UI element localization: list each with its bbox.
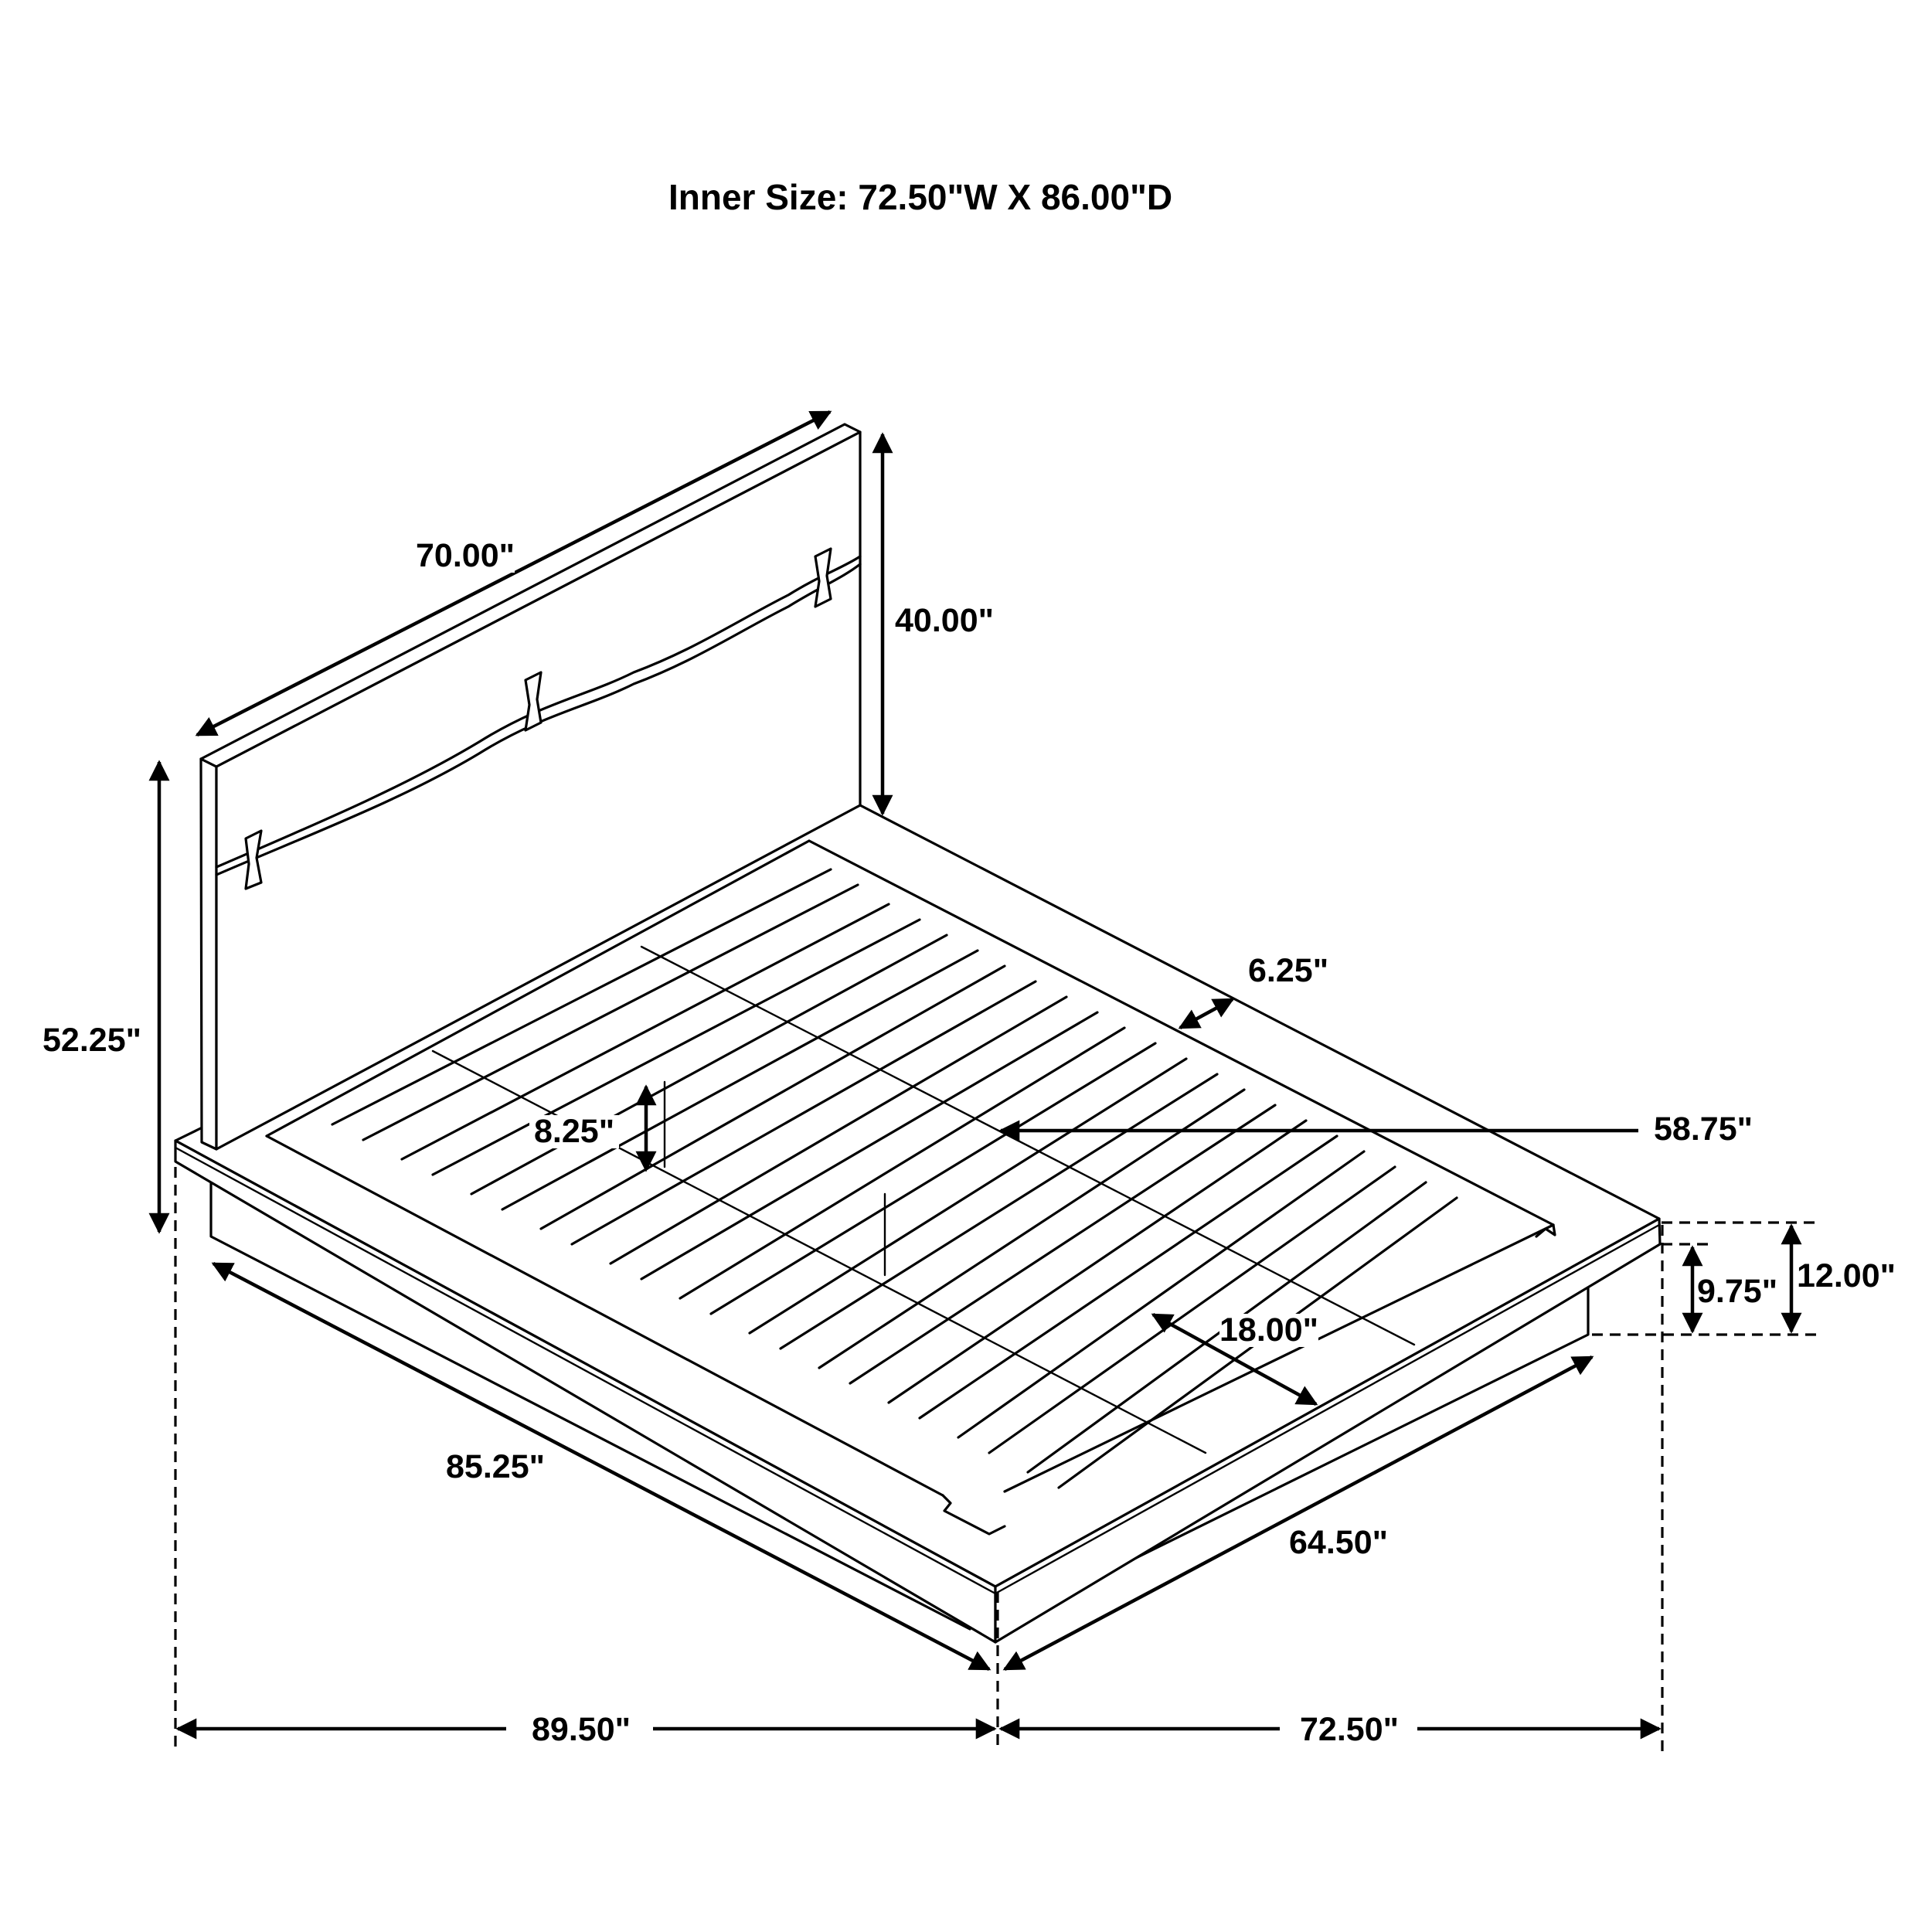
footboard-width-label: 64.50" <box>1289 1524 1388 1561</box>
inner-width-label: 58.75" <box>1654 1111 1753 1148</box>
base-height-label: 9.75" <box>1697 1273 1778 1310</box>
overall-height-label: 52.25" <box>43 1022 141 1059</box>
headboard-width-label: 70.00" <box>416 537 515 574</box>
extension-lines <box>174 1167 1816 1752</box>
headboard-height-label: 40.00" <box>895 602 994 639</box>
dimension-lines <box>148 410 1802 1740</box>
overall-width-label: 72.50" <box>1300 1711 1399 1748</box>
side-length-label: 85.25" <box>446 1448 545 1485</box>
slat-clearance-label: 8.25" <box>529 1115 620 1148</box>
inner-size-title: Inner Size: 72.50"W X 86.00"D <box>668 177 1173 217</box>
side-rail-width-label: 6.25" <box>1248 952 1329 989</box>
platform-height-label: 12.00" <box>1797 1257 1896 1294</box>
inset-label: 18.00" <box>1219 1311 1318 1349</box>
overall-depth-label: 89.50" <box>532 1711 631 1748</box>
